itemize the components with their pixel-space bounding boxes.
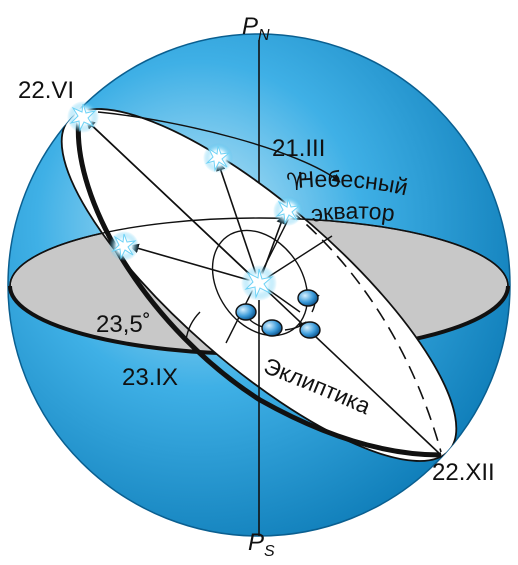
- star-upper: [203, 143, 233, 173]
- ecliptic-front-rim: [75, 116, 442, 458]
- south-pole-label: PS: [248, 529, 275, 560]
- aries-symbol: ♈: [286, 169, 308, 196]
- earth-globe: [297, 289, 319, 307]
- autumnal-equinox-label: 23.IX: [122, 364, 178, 391]
- earth-orbit: [211, 229, 309, 337]
- earth-globe: [261, 319, 283, 337]
- earth-globe: [235, 303, 257, 321]
- north-pole-label: PN: [242, 13, 270, 44]
- obliquity-angle-label: 23,5˚: [96, 311, 151, 338]
- sun-ray: [85, 119, 260, 284]
- sun-ray: [129, 243, 260, 284]
- ecliptic-orbit-arrow: [97, 111, 341, 183]
- sun-star-center: [241, 265, 277, 301]
- earth-positions: [235, 289, 321, 339]
- stars: [67, 101, 303, 301]
- star-vernal-equinox: [273, 196, 303, 226]
- celestial-equator-label-2: экватор: [309, 197, 396, 226]
- star-summer-solstice: [67, 101, 99, 133]
- equator-line-over-ecliptic: [9, 217, 509, 287]
- vernal-equinox-label: 21.III: [272, 135, 325, 162]
- summer-solstice-label: 22.VI: [18, 77, 74, 104]
- obliquity-angle-arc: [185, 311, 201, 341]
- ecliptic-back-dashed: [289, 209, 442, 453]
- winter-solstice-label: 22.XII: [432, 459, 495, 486]
- star-left: [109, 231, 139, 261]
- earth-globe: [299, 321, 321, 339]
- sun-ray: [216, 161, 260, 284]
